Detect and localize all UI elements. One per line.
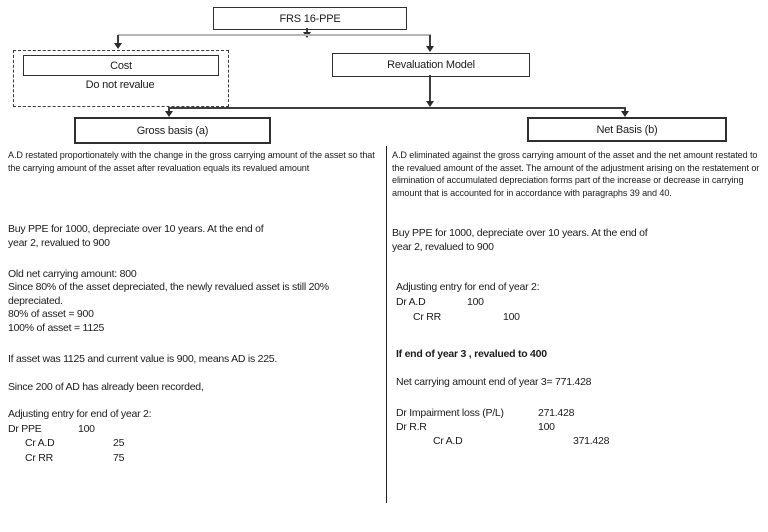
gross-pct100: 100% of asset = 1125 (8, 321, 105, 334)
node-cost: Cost (23, 55, 219, 76)
cost-group-dashed-box (13, 50, 229, 107)
connector-to-gross-arrowhead (165, 111, 173, 117)
net-description: A.D eliminated against the gross carryin… (392, 150, 760, 198)
journal-line: Dr Impairment loss (P/L) 271.428 (396, 406, 764, 420)
connector-to-gross (168, 108, 170, 112)
journal-amount: 25 (113, 437, 125, 450)
column-divider (386, 146, 388, 503)
gross-journal: Dr PPE 100 Cr A.D 25 Cr RR 75 (8, 422, 384, 465)
journal-account: Dr R.R (396, 421, 427, 434)
node-frs16-ppe-label: FRS 16-PPE (279, 12, 341, 25)
net-journal-year3: Dr Impairment loss (P/L) 271.428 Dr R.R … (396, 406, 764, 449)
journal-line: Dr A.D 100 (396, 295, 764, 310)
connector-root-stub (306, 28, 308, 34)
connector-revaluation-down (429, 75, 431, 102)
journal-account: Dr PPE (8, 423, 42, 435)
net-journal-heading: Adjusting entry for end of year 2: (396, 281, 540, 293)
journal-account: Dr A.D (396, 296, 426, 308)
journal-line: Cr RR 100 (396, 310, 764, 325)
gross-depreciation-note: Since 80% of the asset depreciated, the … (8, 281, 329, 307)
gross-journal-heading: Adjusting entry for end of year 2: (8, 408, 152, 420)
connector-to-cost (117, 35, 119, 44)
journal-account: Cr RR (25, 451, 53, 464)
connector-to-revaluation (429, 35, 431, 47)
node-frs16-ppe: FRS 16-PPE (213, 7, 407, 30)
journal-line: Cr RR 75 (8, 451, 384, 465)
journal-line: Cr A.D 25 (8, 436, 384, 450)
journal-amount: 100 (78, 423, 95, 435)
net-year3-note: If end of year 3 , revalued to 400 (396, 348, 547, 360)
node-revaluation-model-label: Revaluation Model (387, 59, 475, 71)
journal-account: Dr Impairment loss (P/L) (396, 407, 504, 419)
journal-amount: 100 (467, 296, 484, 308)
gross-pct80: 80% of asset = 900 (8, 308, 94, 321)
gross-scenario: Buy PPE for 1000, depreciate over 10 yea… (8, 223, 264, 249)
net-year3-carrying-amount: Net carrying amount end of year 3= 771.4… (396, 376, 592, 388)
journal-amount: 100 (538, 421, 555, 434)
connector-to-cost-arrowhead (114, 43, 122, 49)
node-revaluation-model: Revaluation Model (332, 53, 530, 77)
gross-ad-note: If asset was 1125 and current value is 9… (8, 353, 278, 365)
net-scenario: Buy PPE for 1000, depreciate over 10 yea… (392, 227, 648, 253)
connector-bottom-horizontal (168, 107, 626, 109)
journal-amount: 100 (503, 310, 520, 323)
journal-line: Dr R.R 100 (396, 420, 764, 434)
gross-description: A.D restated proportionately with the ch… (8, 150, 375, 173)
net-journal-year2: Dr A.D 100 Cr RR 100 (396, 295, 764, 324)
journal-line: Dr PPE 100 (8, 422, 384, 436)
node-gross-basis-label: Gross basis (a) (136, 124, 209, 137)
gross-old-carrying-amount: Old net carrying amount: 800 (8, 268, 137, 280)
connector-top-horizontal (118, 34, 431, 36)
connector-to-net (624, 108, 626, 112)
gross-calculation: Old net carrying amount: 800 Since 80% o… (8, 268, 382, 335)
node-net-basis: Net Basis (b) (527, 117, 727, 142)
journal-amount: 271.428 (538, 407, 575, 419)
journal-account: Cr RR (413, 310, 441, 323)
journal-account: Cr A.D (433, 435, 463, 448)
node-cost-label: Cost (110, 59, 132, 72)
journal-amount: 371.428 (573, 435, 610, 448)
node-net-basis-label: Net Basis (b) (596, 123, 658, 136)
journal-line: Cr A.D 371.428 (396, 434, 764, 448)
gross-recorded-note: Since 200 of AD has already been recorde… (8, 381, 204, 393)
connector-revaluation-down-arrowhead (426, 101, 434, 107)
connector-to-net-arrowhead (621, 111, 629, 117)
connector-to-revaluation-arrowhead (426, 46, 434, 52)
cost-note: Do not revalue (85, 79, 155, 91)
journal-account: Cr A.D (25, 437, 55, 450)
node-gross-basis: Gross basis (a) (74, 117, 271, 144)
journal-amount: 75 (113, 451, 125, 464)
